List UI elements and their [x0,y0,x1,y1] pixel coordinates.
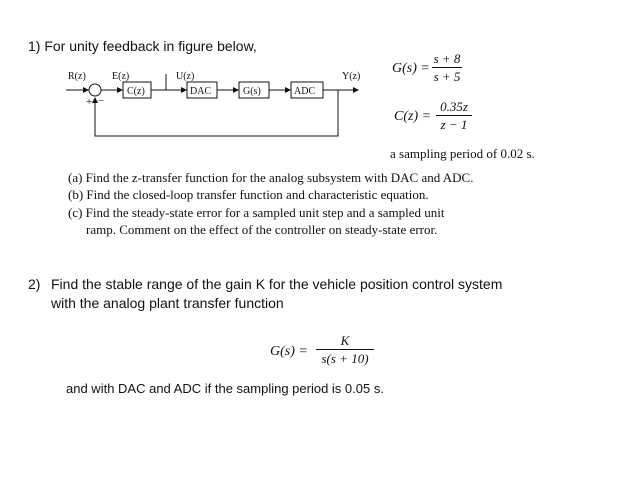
problem2-G-lhs: G(s) = [270,344,308,359]
problem1-part-b: (b) Find the closed-loop transfer functi… [68,187,429,202]
block-controller-label: C(z) [127,86,145,97]
problem1-G-denominator: s + 5 [433,69,461,84]
problem2-footer: and with DAC and ADC if the sampling per… [66,381,384,396]
problem1-part-c-continued: ramp. Comment on the effect of the contr… [86,222,438,237]
block-plant-label: G(s) [243,86,261,97]
block-adc-label: ADC [294,86,315,97]
signal-label-R: R(z) [68,71,86,82]
problem2-number: 2) [28,276,41,292]
problem2-G-denominator: s(s + 10) [321,351,369,366]
problem1-heading: 1) For unity feedback in figure below, [28,38,257,54]
feedback-path [92,90,339,137]
problem1-heading-text: For unity feedback in figure below, [44,38,257,54]
sum-plus-sign: + [86,96,92,108]
problem1-C-numerator: 0.35z [440,99,468,114]
problem1-G-numerator: s + 8 [433,51,461,66]
signal-label-U: U(z) [176,71,194,82]
sum-minus-sign: − [98,95,104,107]
problem1-C-fraction: 0.35z z − 1 [436,99,472,132]
signal-label-E: E(z) [112,71,129,82]
problem2-G-numerator: K [340,333,350,348]
problem1-number: 1) [28,38,41,54]
problem1-C-lhs: C(z) = [394,109,432,124]
problem1-part-a: (a) Find the z-transfer function for the… [68,170,474,185]
problem1-G-fraction: s + 8 s + 5 [432,51,462,84]
problem1-G-lhs: G(s) = [392,61,430,76]
problem1-part-c: (c) Find the steady-state error for a sa… [68,205,445,220]
signal-label-Y: Y(z) [342,71,360,82]
problem1-sampling-period: a sampling period of 0.02 s. [390,146,535,161]
problem1-C-denominator: z − 1 [440,117,468,132]
problem2-line2: with the analog plant transfer function [51,295,284,311]
problem2-line1: Find the stable range of the gain K for … [51,276,503,292]
block-dac-label: DAC [190,86,211,97]
problem2-G-fraction: K s(s + 10) [316,333,374,366]
block-diagram: R(z) E(z) U(z) Y(z) + − C(z) DAC G(s) AD… [66,71,360,137]
